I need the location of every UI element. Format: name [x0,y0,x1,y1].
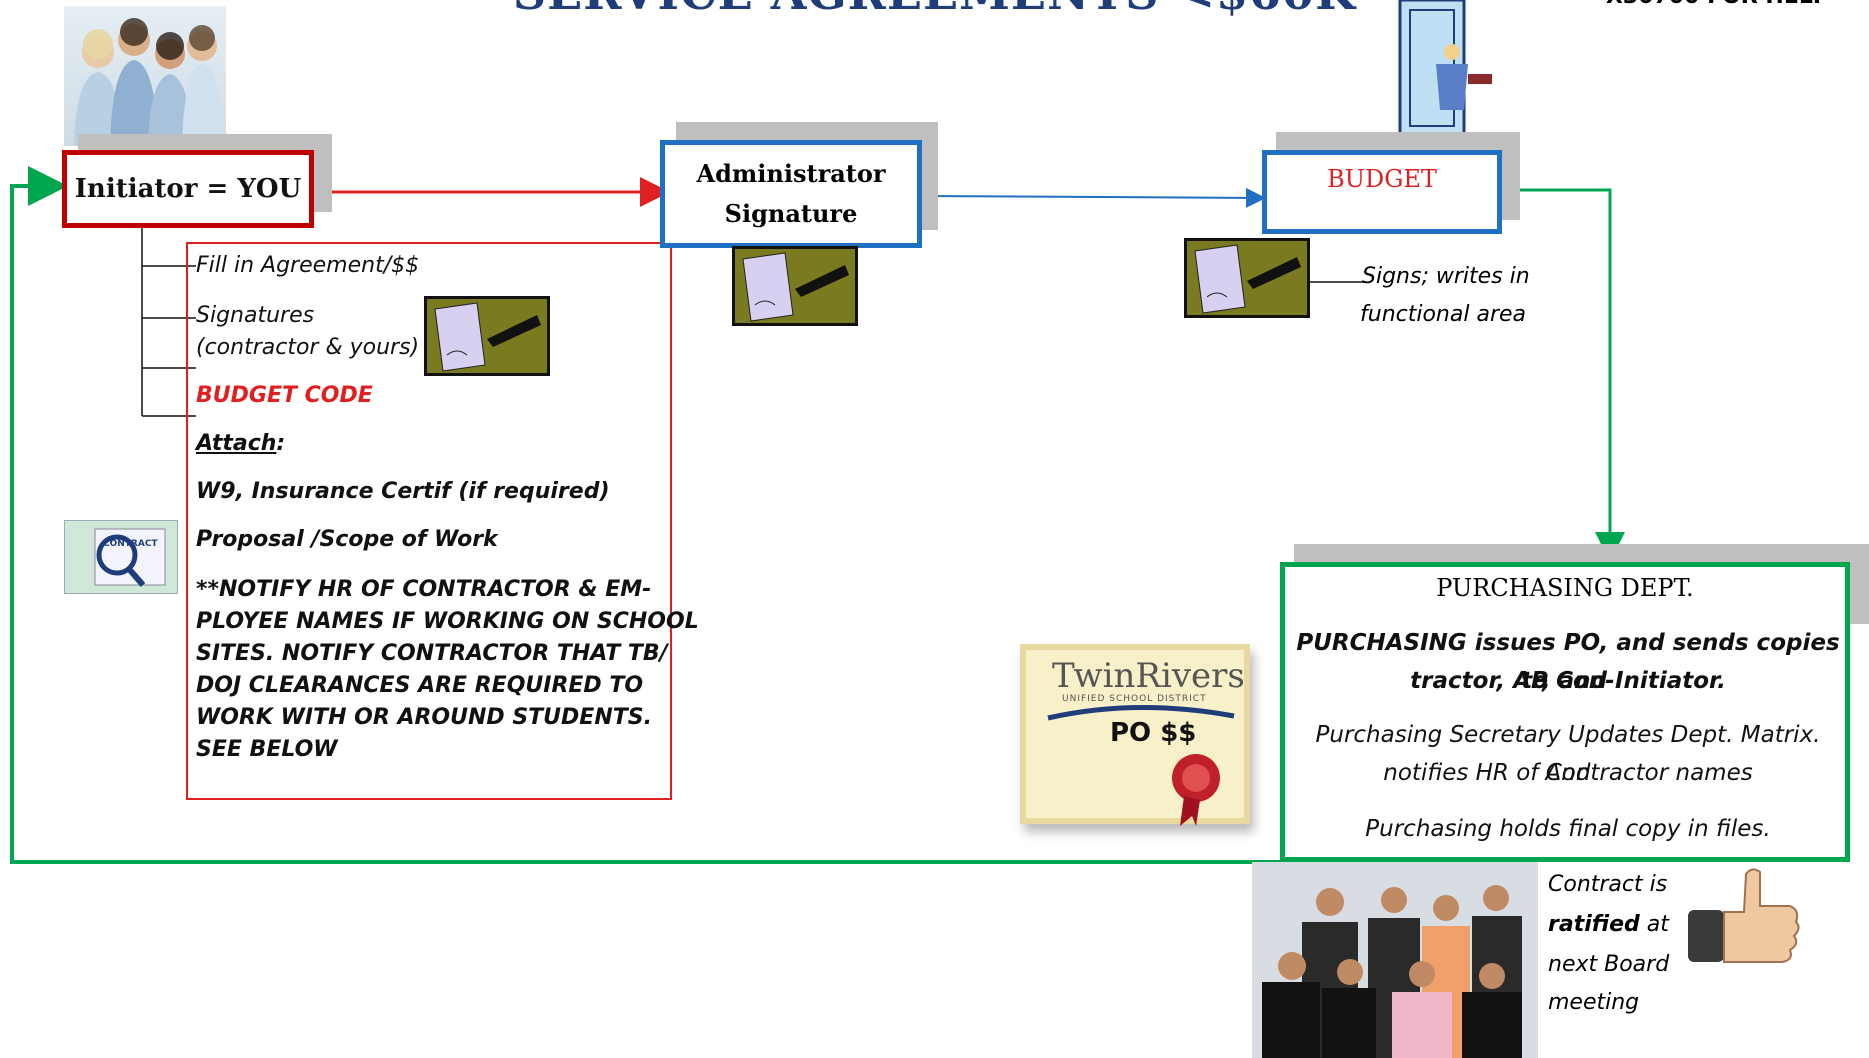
item-proposal: Proposal /Scope of Work [196,527,498,552]
board-line1: Contract is [1548,872,1668,897]
board-photo [1252,862,1538,1058]
item-budget-code: BUDGET CODE [196,383,373,408]
admin-label-line2: Signature [724,199,858,228]
thumbs-up-icon [1686,866,1804,978]
page-title: SERVICE AGREEMENTS <$60K [0,0,1869,20]
certificate-brand: TwinRivers [1052,656,1245,696]
purchasing-line2a: Purchasing Secretary Updates Dept. Matri… [1315,722,1821,786]
purchasing-box [1280,562,1850,862]
board-line2: ratified at [1548,912,1669,937]
admin-signature-box: Administrator Signature [660,140,922,248]
certificate-seal-icon [1172,754,1220,826]
item-signatures: Signatures [196,303,315,328]
purchasing-line2b: notifies HR of Contractor names [1383,760,1753,786]
budget-note-line1: Signs; writes in [1362,264,1530,289]
admin-signing-clipart-icon [732,246,858,326]
arrow-admin-to-budget [921,187,1266,208]
item-attach-colon: : [276,431,286,456]
item-notify-5: WORK WITH OR AROUND STUDENTS. [196,705,652,730]
certificate-po: PO $$ [1110,718,1197,748]
initiator-label: Initiator = YOU [74,174,302,204]
board-line4: meeting [1548,990,1640,1015]
po-certificate: TwinRivers UNIFIED SCHOOL DISTRICT PO $$ [1020,644,1250,826]
item-notify-1: **NOTIFY HR OF CONTRACTOR & EM- [196,577,652,602]
item-attach: Attach: [196,428,285,460]
certificate-swoosh [1047,705,1235,721]
item-notify-4: DOJ CLEARANCES ARE REQUIRED TO [196,673,644,698]
initiator-box: Initiator = YOU [62,150,314,228]
item-signatures-detail: (contractor & yours) [196,335,420,360]
board-line3: next Board [1548,952,1670,977]
item-notify-3: SITES. NOTIFY CONTRACTOR THAT TB/ [196,641,668,666]
certificate-district: UNIFIED SCHOOL DISTRICT [1062,694,1207,704]
budget-box: BUDGET [1262,150,1502,234]
item-fill-agreement: Fill in Agreement/$$ [196,253,420,278]
initiator-details-box [186,242,672,800]
budget-signing-clipart-icon [1184,238,1310,318]
item-w9: W9, Insurance Certif (if required) [196,479,610,504]
board-line2-rest: at [1639,912,1669,937]
board-ratified: ratified [1548,912,1640,937]
purchasing-line1a: PURCHASING issues PO, and sends copies t… [1296,630,1840,694]
arrow-loop-back [10,166,1284,864]
purchasing-title: PURCHASING DEPT. [1436,574,1694,602]
admin-label-line1: Administrator [696,159,886,188]
arrow-budget-to-purchasing [1504,188,1625,562]
signing-clipart-icon [424,296,550,376]
purchasing-line1b: tractor, AP, and Initiator. [1410,668,1726,694]
item-attach-label: Attach [196,431,277,456]
contract-magnifier-icon: CONTRACT [64,520,178,594]
budget-note-line2: functional area [1360,302,1526,327]
item-notify-6: SEE BELOW [196,737,338,762]
budget-label: BUDGET [1327,165,1437,193]
help-text: X30700 FOR HELP [1606,0,1829,9]
budget-door-clipart-icon [1390,0,1504,138]
contract-icon-text: CONTRACT [103,539,158,549]
item-notify-2: PLOYEE NAMES IF WORKING ON SCHOOL [196,609,699,634]
team-photo [64,6,226,146]
purchasing-line3: Purchasing holds final copy in files. [1365,816,1771,842]
